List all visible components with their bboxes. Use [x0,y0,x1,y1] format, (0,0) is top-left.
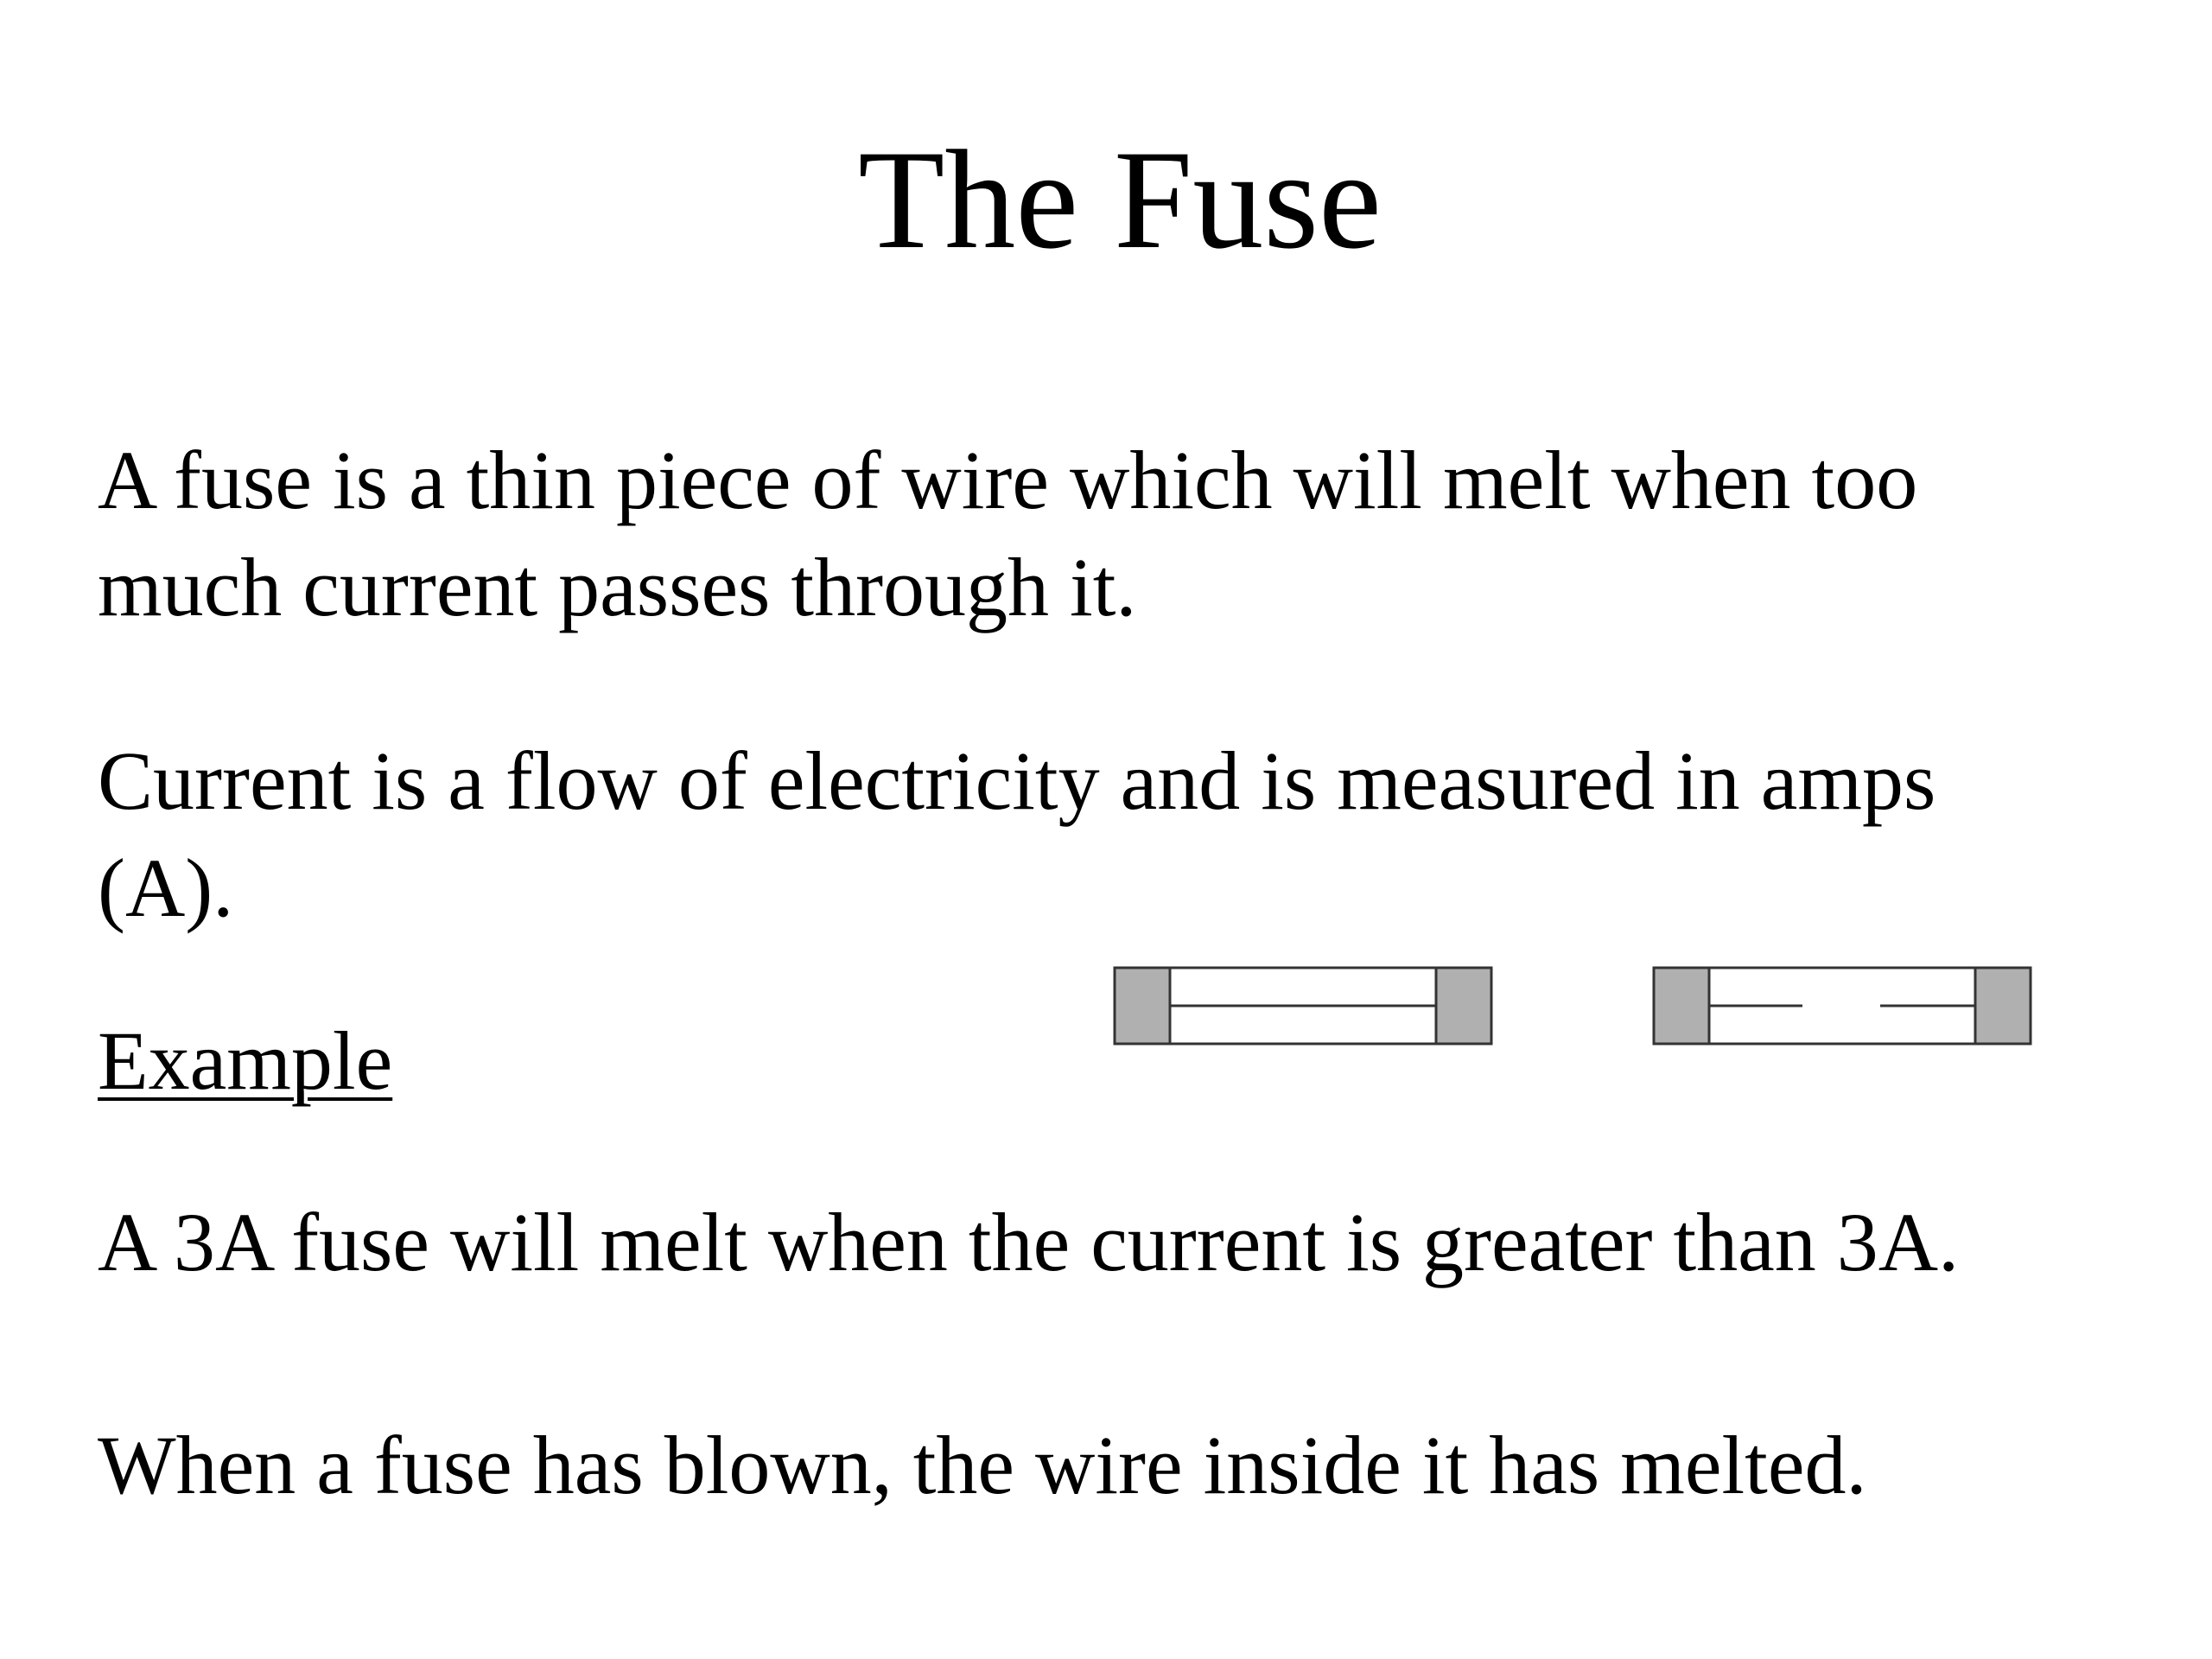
fuse-right-cap [1434,966,1493,1046]
definition-paragraph: A fuse is a thin piece of wire which wil… [98,427,1917,641]
definition-line-1: A fuse is a thin piece of wire which wil… [98,434,1918,526]
blown-fuse-diagram [1652,966,2032,1046]
fuse-left-cap [1113,966,1172,1046]
fuse-left-cap [1652,966,1711,1046]
example-heading: Example [98,1014,393,1107]
example-text: A 3A fuse will melt when the current is … [98,1196,1960,1288]
fuse-right-cap [1974,966,2032,1046]
intact-fuse-diagram [1113,966,1493,1046]
current-paragraph: Current is a flow of electricity and is … [98,728,1936,942]
current-line-1: Current is a flow of electricity and is … [98,734,1936,827]
blown-fuse-text: When a fuse has blown, the wire inside i… [98,1419,1867,1511]
definition-line-2: much current passes through it. [98,541,1137,633]
page-title: The Fuse [858,122,1382,278]
current-line-2: (A). [98,842,234,934]
